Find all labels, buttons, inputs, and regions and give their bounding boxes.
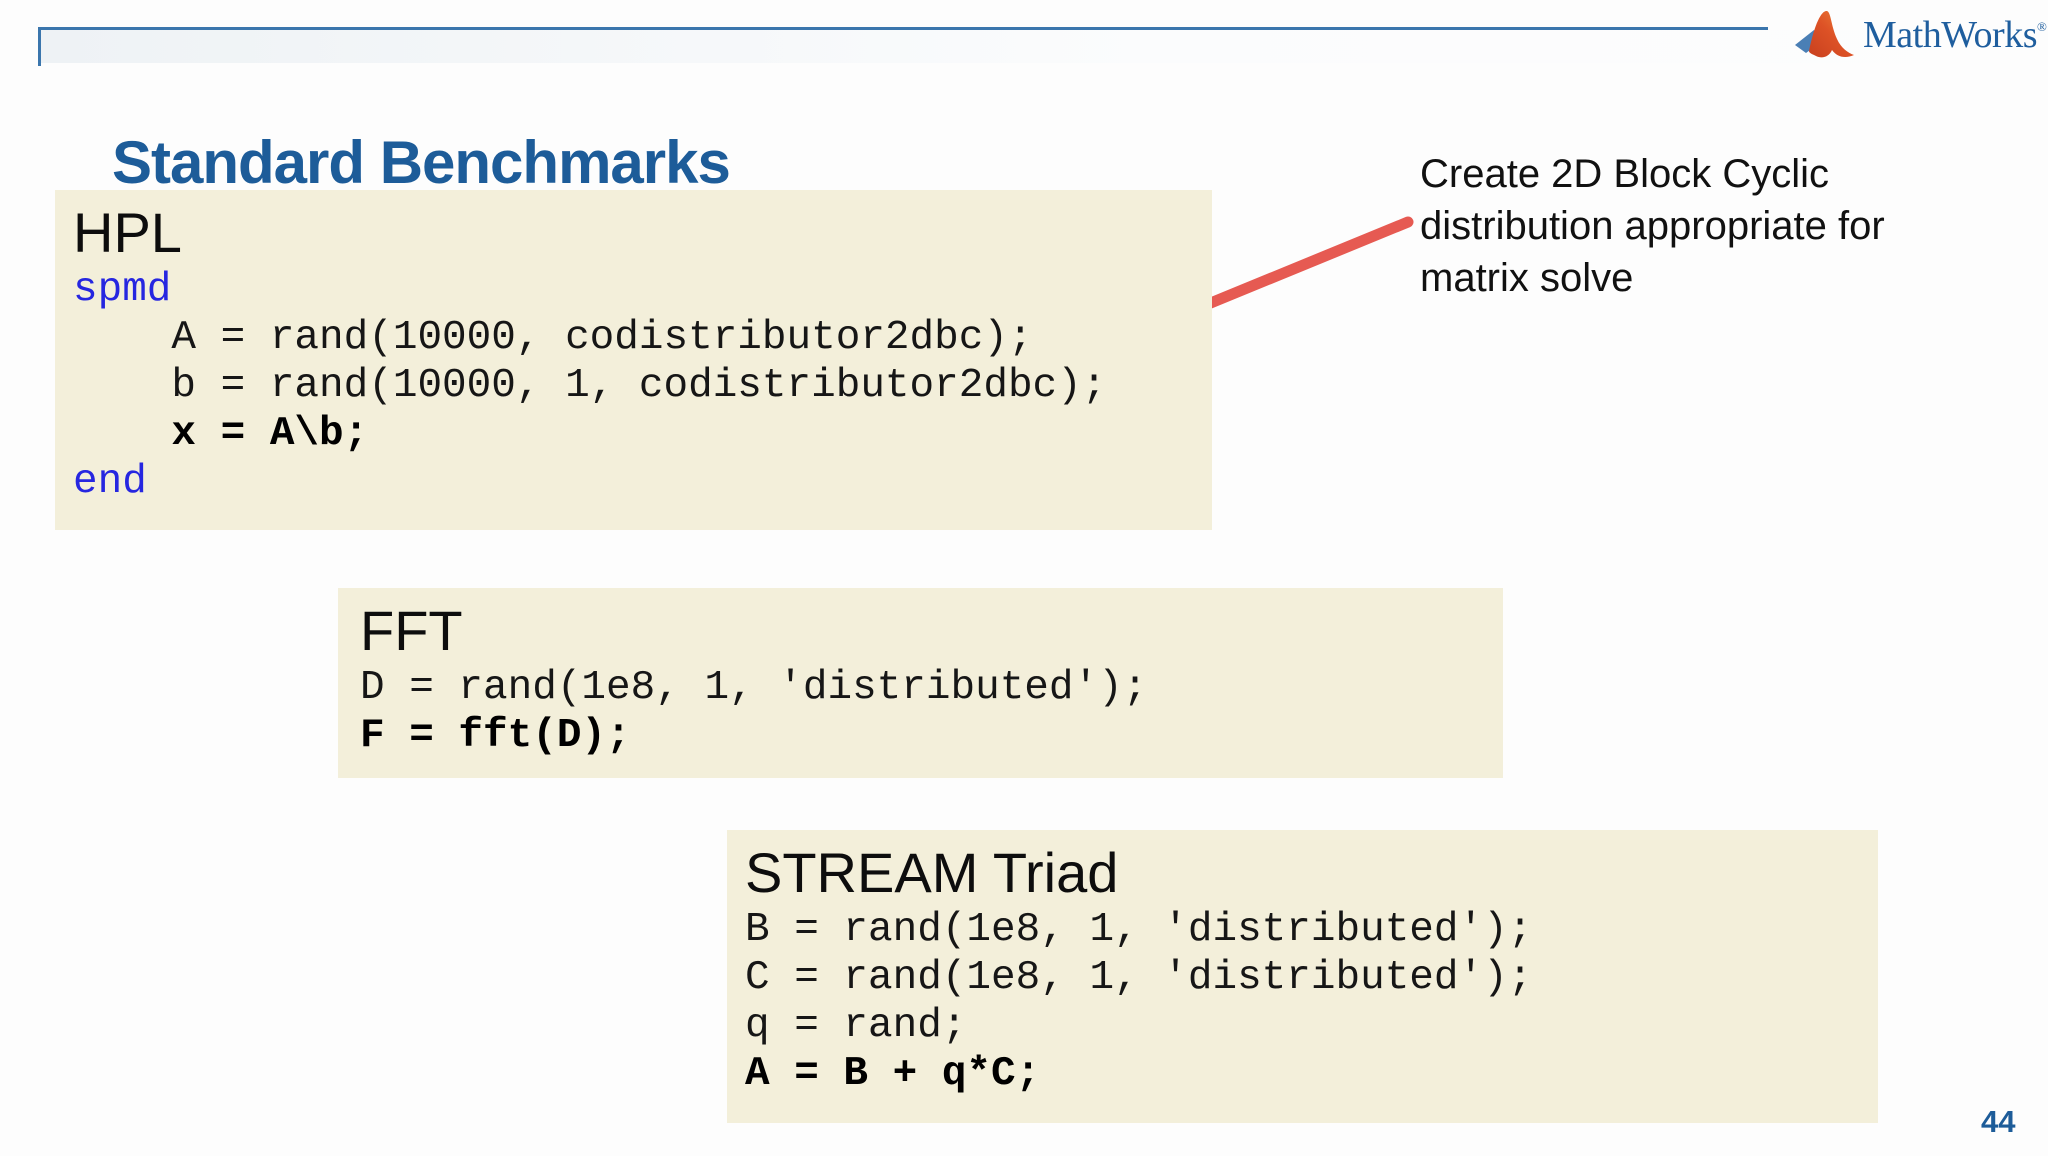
page-number: 44 xyxy=(1981,1104,2016,1139)
registered-mark: ® xyxy=(2036,19,2047,34)
code-line: A = B + q*C; xyxy=(745,1051,1041,1097)
code-line: F = fft(D); xyxy=(360,713,631,759)
header-corner-tick xyxy=(38,27,41,66)
header-band xyxy=(41,30,2048,63)
code-block-fft: FFT D = rand(1e8, 1, 'distributed');F = … xyxy=(338,588,1503,778)
code-line: q = rand; xyxy=(745,1003,967,1049)
header-rule xyxy=(38,27,1768,30)
code-line: x = A\b; xyxy=(73,411,369,457)
code-body: D = rand(1e8, 1, 'distributed');F = fft(… xyxy=(360,664,1503,760)
code-line: b = rand(10000, 1, codistributor2dbc); xyxy=(73,363,1107,409)
code-line: spmd xyxy=(73,267,172,313)
mathworks-membrane-icon xyxy=(1793,6,1857,64)
code-line: D = rand(1e8, 1, 'distributed'); xyxy=(360,665,1148,711)
code-line: end xyxy=(73,459,147,505)
code-block-header: HPL xyxy=(73,201,182,264)
code-block-header: STREAM Triad xyxy=(745,841,1119,904)
code-line: C = rand(1e8, 1, 'distributed'); xyxy=(745,955,1533,1001)
mathworks-wordmark: MathWorks® xyxy=(1863,14,2047,56)
annotation-line: distribution appropriate for xyxy=(1420,204,1885,248)
code-block-header: FFT xyxy=(360,599,463,662)
code-body: spmd A = rand(10000, codistributor2dbc);… xyxy=(73,266,1212,506)
code-block-stream: STREAM Triad B = rand(1e8, 1, 'distribut… xyxy=(727,830,1878,1123)
annotation-line: matrix solve xyxy=(1420,256,1634,300)
mathworks-logo: MathWorks® xyxy=(1793,4,2047,66)
code-block-hpl: HPL spmd A = rand(10000, codistributor2d… xyxy=(55,190,1212,530)
code-line: A = rand(10000, codistributor2dbc); xyxy=(73,315,1033,361)
code-body: B = rand(1e8, 1, 'distributed');C = rand… xyxy=(745,906,1878,1098)
annotation-line: Create 2D Block Cyclic xyxy=(1420,152,1830,196)
annotation-text: Create 2D Block Cyclic distribution appr… xyxy=(1420,148,1885,304)
code-line: B = rand(1e8, 1, 'distributed'); xyxy=(745,907,1533,953)
slide-title: Standard Benchmarks xyxy=(112,129,731,197)
